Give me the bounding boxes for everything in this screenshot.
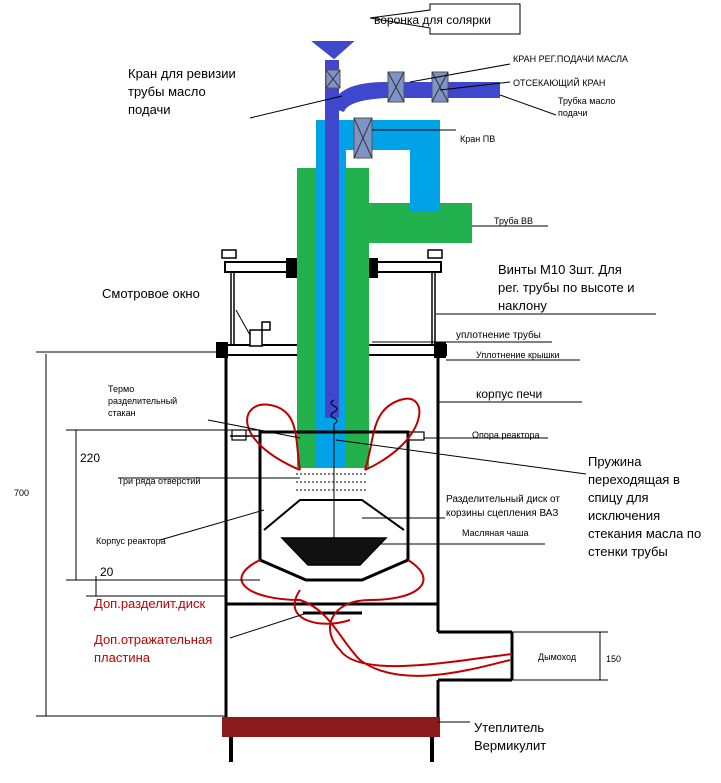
- label-extra-disk: Доп.разделит.диск: [94, 596, 206, 611]
- lid-flange-right: [434, 342, 446, 358]
- label-spring-6: стенки трубы: [588, 544, 668, 559]
- label-revision-2: трубы масло: [128, 84, 206, 99]
- label-revision-3: подачи: [128, 102, 171, 117]
- label-holes: Три ряда отверстий: [118, 476, 200, 486]
- label-screws-1: Винты М10 3шт. Для: [498, 262, 622, 277]
- oil-regulator-valve-icon: [387, 71, 405, 103]
- label-spring-3: спицу для: [588, 490, 649, 505]
- label-insul-1: Утеплитель: [474, 720, 544, 735]
- label-oil-valve: КРАН РЕГ.ПОДАЧИ МАСЛА: [513, 54, 628, 64]
- label-vv-pipe: Труба ВВ: [494, 216, 533, 226]
- label-pv-valve: Кран ПВ: [460, 134, 495, 144]
- lid-flange-left: [216, 342, 228, 358]
- label-spring-2: переходящая в: [588, 472, 680, 487]
- label-disk-2: корзины сцепления ВАЗ: [446, 508, 558, 519]
- insulation-base: [222, 717, 440, 762]
- label-chimney: Дымоход: [538, 652, 577, 662]
- label-reactor-support: Опора реактора: [472, 430, 539, 440]
- label-thermo-2: разделительный: [108, 396, 177, 406]
- dimensions: [36, 351, 608, 717]
- cutoff-valve-icon: [431, 71, 449, 103]
- label-reactor-body: Корпус реактора: [96, 536, 166, 546]
- label-dim-700: 700: [14, 488, 29, 498]
- label-screws-3: наклону: [498, 298, 547, 313]
- label-dim-20: 20: [100, 565, 114, 579]
- revision-valve-icon: [325, 69, 341, 89]
- label-spring-4: исключения: [588, 508, 660, 523]
- furnace-body: [224, 354, 514, 730]
- leader-lines: [118, 3, 656, 723]
- label-cutoff-valve: ОТСЕКАЮЩИЙ КРАН: [513, 77, 605, 88]
- label-thermo-3: стакан: [108, 408, 136, 418]
- label-oil-bowl: Масляная чаша: [462, 528, 529, 538]
- flame-paths: [240, 397, 513, 677]
- sight-window: [249, 321, 271, 347]
- label-window: Смотровое окно: [102, 286, 200, 301]
- label-oil-tube-1: Трубка масло: [558, 96, 615, 106]
- label-screws-2: рег. трубы по высоте и: [498, 280, 635, 295]
- label-pipe-seal: уплотнение трубы: [456, 329, 541, 341]
- label-reflect-1: Доп.отражательная: [94, 632, 212, 647]
- label-insul-2: Вермикулит: [474, 738, 546, 753]
- label-dim-150: 150: [606, 654, 621, 664]
- oil-feed-pipe: [325, 60, 500, 418]
- label-body: корпус печи: [476, 387, 542, 401]
- spring-icon: [330, 399, 338, 470]
- label-disk-1: Разделительный диск от: [446, 494, 560, 505]
- funnel-icon: [311, 41, 355, 60]
- label-lid-seal: Уплотнение крышки: [476, 350, 560, 360]
- label-funnel: воронка для солярки: [374, 13, 491, 27]
- label-reflect-2: пластина: [94, 650, 151, 665]
- label-revision-1: Кран для ревизии: [128, 66, 236, 81]
- label-dim-220: 220: [80, 451, 100, 465]
- label-spring-5: стекания масла по: [588, 526, 701, 541]
- oil-bowl: [280, 537, 388, 566]
- label-oil-tube-2: подачи: [558, 108, 587, 118]
- pv-valve-icon: [353, 117, 373, 159]
- label-spring-1: Пружина: [588, 454, 642, 469]
- label-thermo-1: Термо: [108, 384, 134, 394]
